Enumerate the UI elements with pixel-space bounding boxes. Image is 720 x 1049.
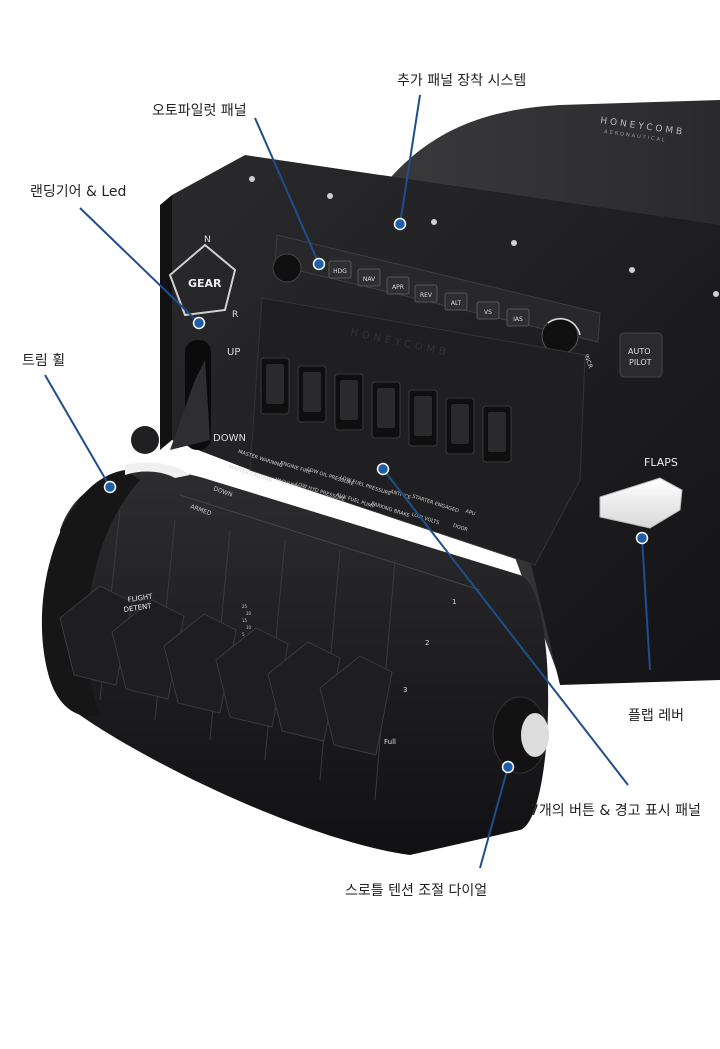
ap-button-nav[interactable]: NAV <box>357 268 381 287</box>
callout-flap-lever: 플랩 레버 <box>628 708 684 724</box>
mounting-screws <box>249 176 719 297</box>
toggle-switch[interactable] <box>408 389 438 447</box>
trim-scale-label: 15 <box>242 618 248 623</box>
ap-button-alt[interactable]: ALT <box>444 292 468 311</box>
landing-gear-panel: GEAR N R UP DOWN <box>168 235 246 450</box>
svg-text:FLIGHT: FLIGHT <box>127 592 154 603</box>
callout-landing-gear: 랜딩기어 & Led <box>30 184 127 200</box>
toggle-switch[interactable] <box>260 357 290 415</box>
hdg-knob[interactable] <box>272 253 302 283</box>
annunciator-label: DOOR <box>452 523 469 534</box>
ap-button-hdg[interactable]: HDG <box>328 260 352 279</box>
ap-button-label: VS <box>484 309 492 316</box>
toggle-switch[interactable] <box>297 365 327 423</box>
throttle-lever[interactable] <box>319 655 393 756</box>
ap-button-label: ALT <box>451 300 462 307</box>
ap-button-ias[interactable]: IAS <box>506 308 530 327</box>
ap-button-vs[interactable]: VS <box>476 301 500 320</box>
callout-marker-buttons <box>376 462 390 476</box>
flaps-label: FLAPS <box>644 456 678 469</box>
flap-scale-label: Full <box>384 738 396 746</box>
ap-button-label: REV <box>420 292 433 299</box>
callout-marker-flaps <box>635 531 649 545</box>
callout-marker-trim <box>103 480 117 494</box>
switch-panel: HONEYCOMB <box>249 297 586 566</box>
svg-text:GEAR: GEAR <box>188 277 222 290</box>
toggle-switch[interactable] <box>334 373 364 431</box>
callout-addon-system: 추가 패널 장착 시스템 <box>397 73 527 89</box>
lever-slots <box>179 494 481 591</box>
throttle-levers <box>59 585 393 756</box>
callout-leader-flaps <box>641 537 651 671</box>
svg-text:R: R <box>232 310 238 320</box>
trim-wheel[interactable] <box>41 426 190 717</box>
svg-text:AUTO: AUTO <box>628 347 651 356</box>
annunciator-label: APU <box>465 509 477 518</box>
flap-scale-label: 3 <box>403 686 407 694</box>
svg-text:N: N <box>204 235 211 245</box>
callout-marker-autopilot <box>312 257 326 271</box>
callout-leader-addon <box>399 94 421 225</box>
callout-leader-gear <box>79 207 200 324</box>
callout-autopilot-panel: 오토파일럿 패널 <box>152 103 247 119</box>
callout-marker-addon <box>393 217 407 231</box>
callout-leader-trim <box>44 374 111 488</box>
ap-button-label: IAS <box>513 316 523 323</box>
callout-buttons-warning-panel: 7개의 버튼 & 경고 표시 패널 <box>530 803 701 819</box>
trim-scale-label: 5 <box>242 632 245 637</box>
flap-scale-label: 2 <box>425 639 429 647</box>
callout-leader-autopilot <box>254 117 320 265</box>
trim-scale-label: 10 <box>246 625 252 630</box>
callout-trim-wheel: 트림 휠 <box>22 353 66 369</box>
callout-throttle-tension-dial: 스로틀 텐션 조절 다이얼 <box>345 883 488 899</box>
callout-leader-buttons <box>382 468 629 786</box>
ap-button-apr[interactable]: APR <box>386 276 410 295</box>
ap-button-label: NAV <box>363 276 376 283</box>
toggle-switch[interactable] <box>445 397 475 455</box>
callout-marker-tension <box>501 760 515 774</box>
callout-marker-gear <box>192 316 206 330</box>
svg-text:INCR: INCR <box>582 353 594 369</box>
trim-scale-label: 20 <box>246 611 252 616</box>
ap-button-label: HDG <box>333 268 347 275</box>
autopilot-panel: INCR HDG NAV APR REV ALT VS IAS <box>272 234 601 369</box>
flap-lever[interactable] <box>599 477 683 529</box>
auto-pilot-button[interactable]: AUTO PILOT <box>619 332 663 378</box>
toggle-switch[interactable] <box>482 405 512 463</box>
ap-button-rev[interactable]: REV <box>414 284 438 303</box>
callout-leader-tension <box>479 766 509 869</box>
trim-scale-label: 25 <box>242 604 248 609</box>
svg-text:DETENT: DETENT <box>123 602 153 614</box>
svg-text:PILOT: PILOT <box>629 358 652 367</box>
svg-text:DOWN: DOWN <box>213 433 246 444</box>
side-face <box>160 195 172 450</box>
flap-scale-label: 1 <box>452 598 456 606</box>
ap-button-label: APR <box>392 284 404 291</box>
tension-dial[interactable] <box>492 696 549 774</box>
toggle-switch[interactable] <box>371 381 401 439</box>
svg-text:UP: UP <box>227 347 240 358</box>
